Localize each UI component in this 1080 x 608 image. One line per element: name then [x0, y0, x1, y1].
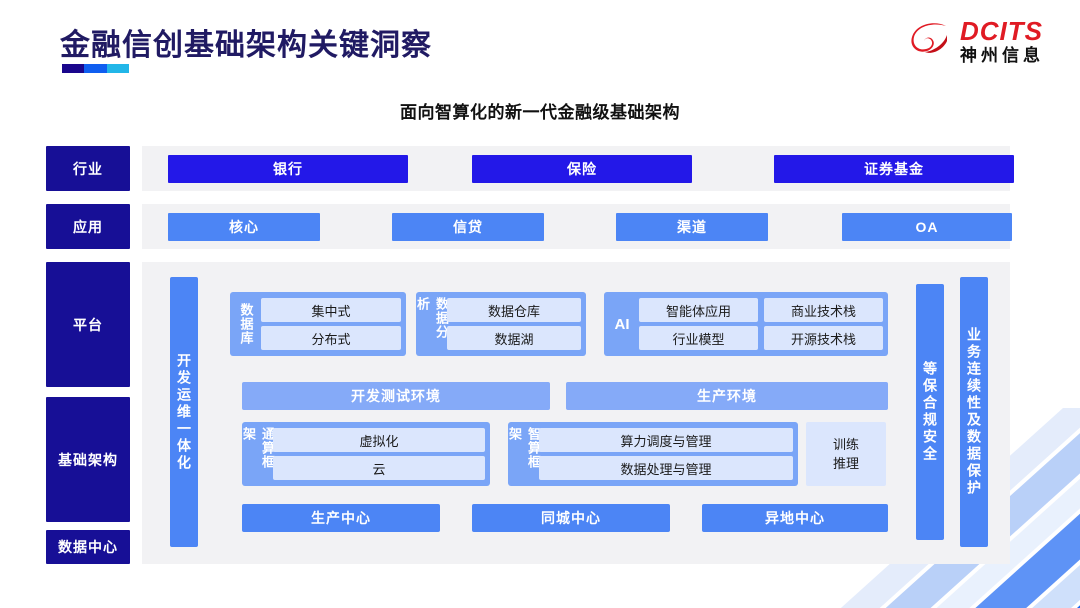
group-data-analytics: 数据分析 数据仓库 数据湖: [415, 292, 586, 356]
cell-data-processing[interactable]: 数据处理与管理: [539, 456, 793, 480]
application-item-channel[interactable]: 渠道: [616, 212, 768, 241]
cell-compute-scheduling[interactable]: 算力调度与管理: [539, 428, 793, 452]
cell-data-lake[interactable]: 数据湖: [447, 326, 581, 350]
group-smart-compute-cells: 算力调度与管理 数据处理与管理: [539, 428, 793, 480]
accent-segment-3: [107, 64, 129, 73]
application-item-core[interactable]: 核心: [168, 212, 320, 241]
cell-industry-model[interactable]: 行业模型: [639, 326, 758, 350]
group-database: 数据库 集中式 分布式: [230, 292, 406, 356]
vertical-bar-security-compliance: 等保合规安全: [916, 284, 944, 540]
vertical-bar-business-continuity: 业务连续性及数据保护: [960, 277, 988, 547]
group-ai-row-2: 行业模型 开源技术栈: [639, 326, 883, 350]
cell-cloud[interactable]: 云: [273, 456, 485, 480]
accent-segment-2: [84, 64, 107, 73]
application-item-credit[interactable]: 信贷: [392, 212, 544, 241]
group-ai: AI 智能体应用 商业技术栈 行业模型 开源技术栈: [604, 292, 888, 356]
group-ai-cells: 智能体应用 商业技术栈 行业模型 开源技术栈: [639, 298, 883, 350]
group-general-compute-cells: 虚拟化 云: [273, 428, 485, 480]
box-training-inference[interactable]: 训练 推理: [806, 422, 886, 486]
platform-panel: 开发运维一体化 等保合规安全 业务连续性及数据保护 数据库 集中式 分布式 数据…: [142, 262, 1010, 564]
logo-text-en: DCITS: [960, 16, 1043, 46]
logo-text-cn: 神州信息: [960, 46, 1044, 65]
page-title: 金融信创基础架构关键洞察: [60, 29, 432, 62]
cell-centralized[interactable]: 集中式: [261, 298, 401, 322]
industry-row-panel: 银行 保险 证券基金: [142, 146, 1014, 191]
cell-distributed[interactable]: 分布式: [261, 326, 401, 350]
cell-virtualization[interactable]: 虚拟化: [273, 428, 485, 452]
vertical-bar-devops: 开发运维一体化: [170, 277, 198, 547]
group-database-cells: 集中式 分布式: [261, 298, 401, 350]
page-subtitle: 面向智算化的新一代金融级基础架构: [400, 103, 680, 122]
industry-row-items: 银行 保险 证券基金: [142, 146, 1014, 191]
group-general-compute-label: 通算框架: [241, 427, 275, 469]
brand-logo: DCITS 神州信息: [906, 18, 1044, 64]
rail-label-datacenter: 数据中心: [46, 530, 130, 564]
rail-label-industry: 行业: [46, 146, 130, 191]
industry-item-securities-fund[interactable]: 证券基金: [774, 154, 1014, 183]
application-item-oa[interactable]: OA: [842, 212, 1012, 241]
bar-dev-test-environment[interactable]: 开发测试环境: [242, 382, 550, 410]
group-general-compute-framework: 通算框架 虚拟化 云: [241, 422, 490, 486]
application-row-items: 核心 信贷 渠道 OA: [142, 204, 1012, 249]
cell-data-warehouse[interactable]: 数据仓库: [447, 298, 581, 322]
logo-text: DCITS 神州信息: [960, 18, 1044, 64]
training-label: 训练: [832, 436, 859, 452]
group-data-analytics-label: 数据分析: [415, 297, 449, 339]
datacenter-production[interactable]: 生产中心: [242, 504, 440, 532]
industry-item-bank[interactable]: 银行: [168, 154, 408, 183]
datacenter-same-city[interactable]: 同城中心: [472, 504, 670, 532]
cell-opensource-stack[interactable]: 开源技术栈: [764, 326, 883, 350]
group-smart-compute-framework: 智算框架 算力调度与管理 数据处理与管理: [507, 422, 798, 486]
dcits-swirl-icon: [906, 18, 952, 64]
rail-label-infrastructure: 基础架构: [46, 397, 130, 522]
bar-production-environment[interactable]: 生产环境: [566, 382, 888, 410]
inference-label: 推理: [832, 456, 859, 471]
group-ai-label: AI: [614, 315, 630, 333]
title-accent-bar: [62, 64, 129, 73]
group-data-analytics-cells: 数据仓库 数据湖: [447, 298, 581, 350]
cell-agent-application[interactable]: 智能体应用: [639, 298, 758, 322]
industry-item-insurance[interactable]: 保险: [472, 154, 692, 183]
application-row-panel: 核心 信贷 渠道 OA: [142, 204, 1012, 249]
group-ai-row-1: 智能体应用 商业技术栈: [639, 298, 883, 322]
datacenter-remote[interactable]: 异地中心: [702, 504, 888, 532]
accent-segment-1: [62, 64, 84, 73]
group-database-label: 数据库: [238, 303, 254, 345]
group-smart-compute-label: 智算框架: [507, 427, 541, 469]
rail-label-platform: 平台: [46, 262, 130, 387]
cell-commercial-stack[interactable]: 商业技术栈: [764, 298, 883, 322]
rail-label-application: 应用: [46, 204, 130, 249]
